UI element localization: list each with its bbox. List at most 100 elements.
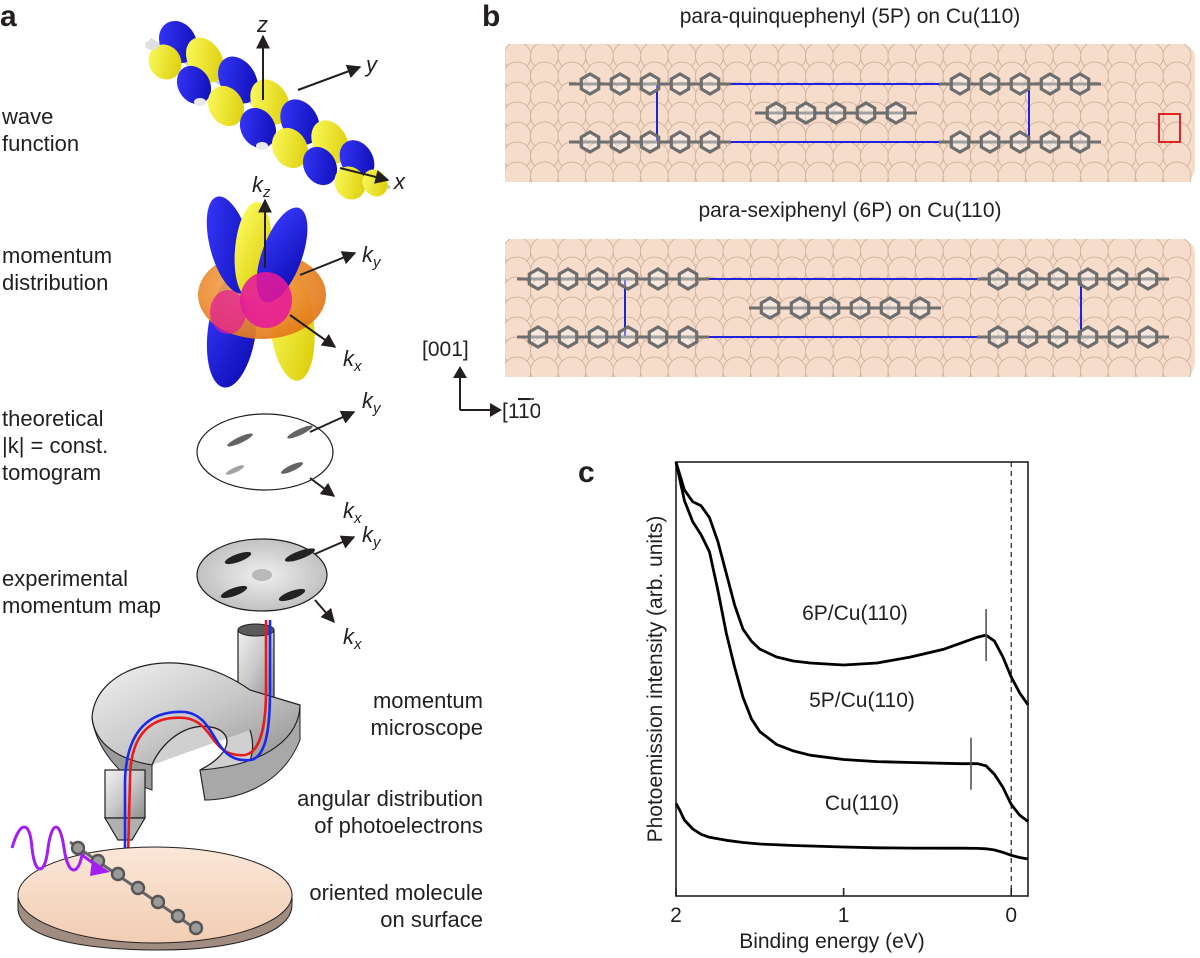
phenyl-ring	[819, 296, 841, 320]
phenyl-ring	[949, 72, 971, 96]
axis-ky-label-3: ky	[362, 522, 382, 551]
x-tick-label: 1	[838, 904, 850, 927]
phenyl-ring	[579, 130, 601, 154]
phenyl-molecule	[939, 130, 1101, 154]
phenyl-ring	[617, 325, 639, 349]
axis-x-label: x	[393, 169, 406, 194]
phenyl-ring	[1047, 267, 1069, 291]
phenyl-molecule	[977, 267, 1169, 291]
phenyl-ring	[1039, 130, 1061, 154]
panel-a-letter: a	[0, 0, 17, 33]
phenyl-ring	[1077, 267, 1099, 291]
axis-y-label: y	[364, 52, 379, 77]
phenyl-ring	[1009, 130, 1031, 154]
chart-ylabel: Photoemission intensity (arb. units)	[644, 516, 667, 843]
phenyl-ring	[759, 296, 781, 320]
wave-function-orbital	[145, 20, 392, 200]
phenyl-ring	[795, 101, 817, 125]
phenyl-ring	[1137, 267, 1159, 291]
axis-ky-label-1: ky	[362, 242, 382, 271]
phenyl-ring	[669, 130, 691, 154]
axis-z-label: z	[256, 12, 268, 37]
plot-frame	[675, 461, 1029, 897]
axis-kx-label-1: kx	[343, 346, 362, 375]
x-tick-label: 2	[670, 904, 682, 927]
phenyl-ring	[987, 267, 1009, 291]
phenyl-ring	[677, 325, 699, 349]
phenyl-ring	[609, 130, 631, 154]
momentum-distribution-shape	[198, 196, 326, 388]
oriented-molecule-model	[69, 840, 204, 936]
sample-surface	[10, 825, 293, 951]
phenyl-ring	[1137, 325, 1159, 349]
phenyl-ring	[1047, 325, 1069, 349]
phenyl-ring	[765, 101, 787, 125]
phenyl-molecule	[939, 72, 1101, 96]
phenyl-molecule	[569, 72, 731, 96]
phenyl-molecule	[569, 130, 731, 154]
phenyl-ring	[557, 267, 579, 291]
phenyl-ring	[1069, 72, 1091, 96]
dir-1m10-label: [110]	[502, 400, 540, 423]
phenyl-ring	[609, 72, 631, 96]
axis-ky-label-2: ky	[362, 388, 382, 417]
phenyl-ring	[527, 267, 549, 291]
panel-b-letter: b	[482, 0, 501, 33]
phenyl-molecule	[517, 267, 709, 291]
panel-a-illustration: z y x kz ky kx ky kx	[10, 12, 406, 951]
phenyl-ring	[557, 325, 579, 349]
unit-cell	[624, 278, 1082, 338]
dir-001-label: [001]	[422, 338, 469, 361]
spectrum-line	[674, 802, 1029, 861]
unit-cell	[656, 83, 1030, 143]
spectrum-line	[674, 461, 1030, 706]
panel-c-letter: c	[578, 456, 595, 489]
phenyl-ring	[879, 296, 901, 320]
phenyl-ring	[647, 325, 669, 349]
phenyl-ring	[699, 130, 721, 154]
phenyl-ring	[1069, 130, 1091, 154]
phenyl-molecule	[755, 101, 917, 125]
spectrum-line	[674, 461, 1029, 823]
phenyl-ring	[617, 267, 639, 291]
photon-wave	[10, 825, 101, 872]
chart-xlabel: Binding energy (eV)	[739, 930, 925, 953]
phenyl-ring	[949, 130, 971, 154]
phenyl-ring	[587, 267, 609, 291]
phenyl-ring	[979, 72, 1001, 96]
phenyl-ring	[699, 72, 721, 96]
momentum-microscope-device	[91, 620, 301, 859]
wave-function-axes: z y x	[256, 12, 406, 194]
phenyl-ring	[849, 296, 871, 320]
axis-kx-label-2: kx	[343, 498, 362, 527]
phenyl-ring	[677, 267, 699, 291]
phenyl-ring	[579, 72, 601, 96]
phenyl-ring	[527, 325, 549, 349]
phenyl-ring	[669, 72, 691, 96]
phenyl-ring	[639, 130, 661, 154]
phenyl-ring	[1017, 267, 1039, 291]
phenyl-molecule	[517, 325, 709, 349]
phenyl-ring	[885, 101, 907, 125]
title-5p: para-quinquephenyl (5P) on Cu(110)	[679, 5, 1021, 28]
phenyl-ring	[1107, 267, 1129, 291]
series-label: Cu(110)	[825, 792, 899, 815]
crystal-directions: [001] [110]	[422, 338, 540, 423]
axis-kz-label: kz	[252, 172, 271, 201]
phenyl-ring	[1039, 72, 1061, 96]
phenyl-ring	[587, 325, 609, 349]
phenyl-ring	[1107, 325, 1129, 349]
phenyl-ring	[825, 101, 847, 125]
series-label: 6P/Cu(110)	[802, 602, 908, 625]
phenyl-ring	[1009, 72, 1031, 96]
phenyl-ring	[1017, 325, 1039, 349]
cu-atom	[1162, 356, 1192, 377]
phenyl-ring	[647, 267, 669, 291]
label-theoretical-tomogram: theoretical|k| = const.tomogram	[2, 406, 109, 485]
experimental-map-disc: ky kx	[196, 522, 382, 653]
